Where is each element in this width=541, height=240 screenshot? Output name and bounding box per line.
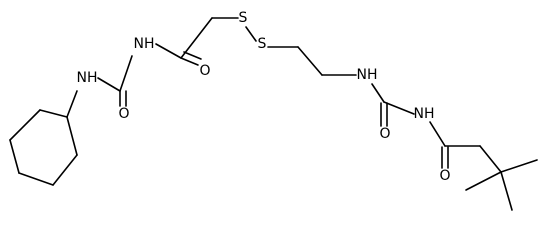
bond-nh-carbonyl (97, 77, 121, 92)
atom-label-nh-ethyl: NH (357, 67, 378, 83)
bond-tbu-me1 (500, 159, 538, 173)
bond-acetyl-ch2 (180, 17, 213, 59)
ring-bond (39, 109, 68, 118)
bond-ch2-cq (479, 145, 502, 173)
atom-label-o-urea-2: O (379, 126, 390, 142)
atom-label-o-acetyl: O (199, 63, 210, 79)
background (0, 0, 541, 219)
bond-acetyl-o-a (180, 57, 199, 66)
ring-bond (52, 154, 78, 186)
ring-bond (18, 172, 54, 186)
chemical-structure-diagram: NH O NH O S S NH O NH O (0, 0, 541, 219)
bond-tbu-me3 (465, 171, 502, 191)
atom-label-s-2: S (258, 36, 267, 52)
cyclohexyl-ring (9, 109, 78, 186)
atom-label-nh-imide-2: NH (414, 106, 435, 122)
bond-s-s (245, 26, 257, 42)
ring-bond (9, 109, 41, 141)
bond-tbu-me2 (500, 171, 513, 211)
bond-carbonyl-nh-2 (383, 101, 415, 115)
atom-label-o-butanoyl: O (439, 168, 450, 184)
bond-acetyl-o-b (183, 51, 202, 60)
ring-bond (66, 116, 78, 156)
bond-ch2-ch2 (297, 46, 323, 76)
bond-nh-carbonyl-2 (371, 83, 385, 103)
atom-label-nh-imide-1: NH (134, 36, 155, 52)
atom-label-s-1: S (239, 10, 248, 26)
bond-nh-acetyl (155, 43, 182, 59)
atom-label-nh-cyclohexyl: NH (77, 70, 98, 86)
atom-label-o-urea-1: O (118, 106, 129, 122)
ring-bond (9, 139, 20, 174)
bond-ring-nh (66, 90, 78, 118)
bond-carbonyl-nh (119, 55, 133, 92)
bond-nh-butanoyl (429, 121, 446, 147)
